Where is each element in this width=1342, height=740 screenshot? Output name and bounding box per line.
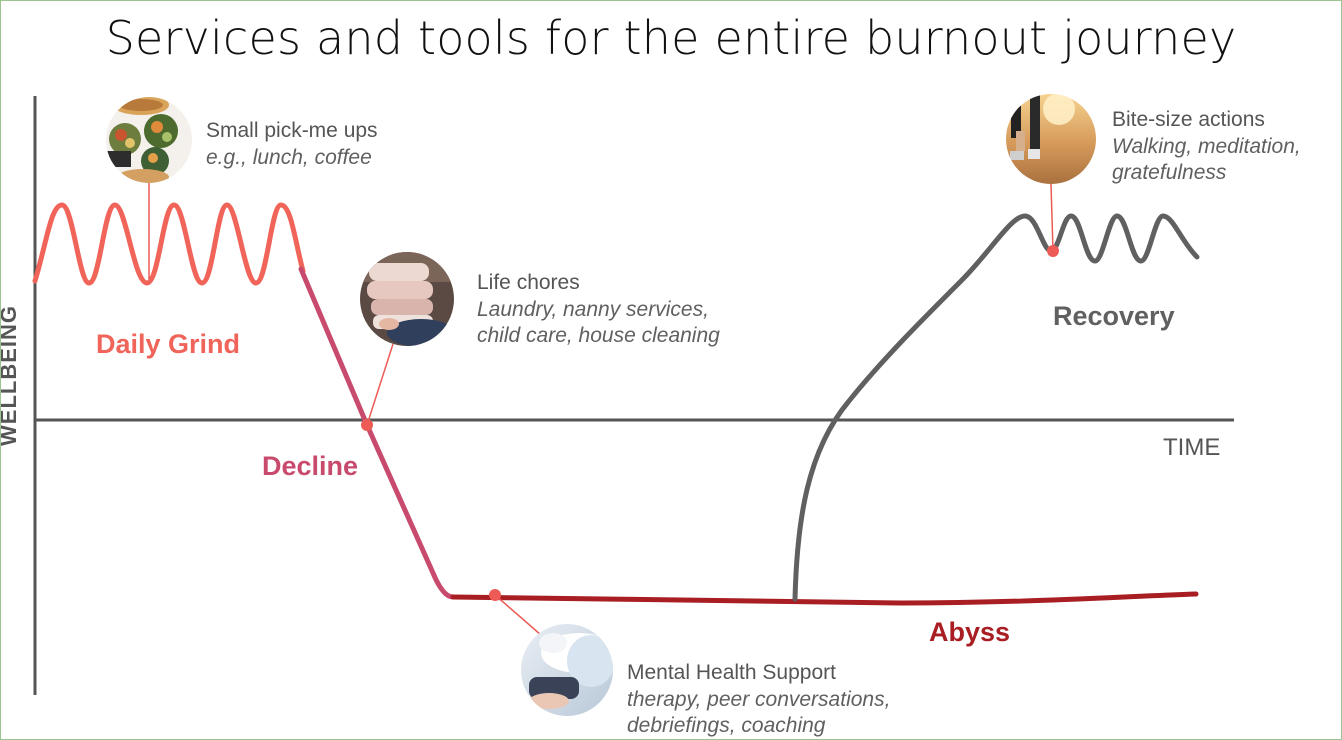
y-axis-label: WELLBEING	[0, 305, 21, 446]
mental-connector	[494, 594, 542, 636]
callout-bite: Bite-size actions Walking, meditation, g…	[1112, 107, 1301, 187]
x-axis-label: TIME	[1163, 434, 1221, 461]
abyss-line	[450, 591, 1199, 606]
bite-marker-dot	[1047, 245, 1059, 257]
callout-mental: Mental Health Support therapy, peer conv…	[627, 660, 891, 739]
callout-bite-examples-1: Walking, meditation,	[1112, 134, 1301, 158]
stage-label-abyss: Abyss	[929, 617, 1011, 647]
callout-chores-examples-1: Laundry, nanny services,	[477, 297, 709, 321]
callout-mental-examples-1: therapy, peer conversations,	[627, 687, 891, 711]
walking-legs-photo	[1006, 94, 1096, 184]
callout-pickme: Small pick-me ups e.g., lunch, coffee	[206, 118, 378, 171]
callout-pickme-title: Small pick-me ups	[206, 119, 378, 142]
callout-mental-examples-2: debriefings, coaching	[627, 714, 826, 737]
callout-mental-title: Mental Health Support	[627, 661, 836, 684]
mental-marker-dot	[489, 589, 501, 601]
chores-marker-dot	[361, 419, 373, 431]
chores-connector	[366, 343, 394, 426]
callout-pickme-examples-1: e.g., lunch, coffee	[206, 145, 372, 169]
daily-grind-wave	[32, 202, 306, 286]
folded-laundry-photo	[360, 252, 454, 346]
callout-bite-examples-2: gratefulness	[1112, 161, 1227, 184]
therapy-session-photo	[521, 624, 613, 716]
stage-label-recovery: Recovery	[1053, 301, 1175, 331]
decline-line	[298, 266, 456, 600]
stage-label-daily-grind: Daily Grind	[96, 329, 241, 359]
bite-connector	[1050, 183, 1054, 252]
food-bowls-photo	[106, 97, 192, 183]
stage-label-decline: Decline	[262, 451, 359, 481]
recovery-curve	[792, 213, 1200, 602]
page-title: Services and tools for the entire burnou…	[105, 11, 1237, 65]
callout-bite-title: Bite-size actions	[1112, 108, 1265, 131]
callout-chores-title: Life chores	[477, 271, 580, 294]
callout-chores-examples-2: child care, house cleaning	[477, 324, 720, 347]
callout-chores: Life chores Laundry, nanny services, chi…	[477, 270, 720, 350]
